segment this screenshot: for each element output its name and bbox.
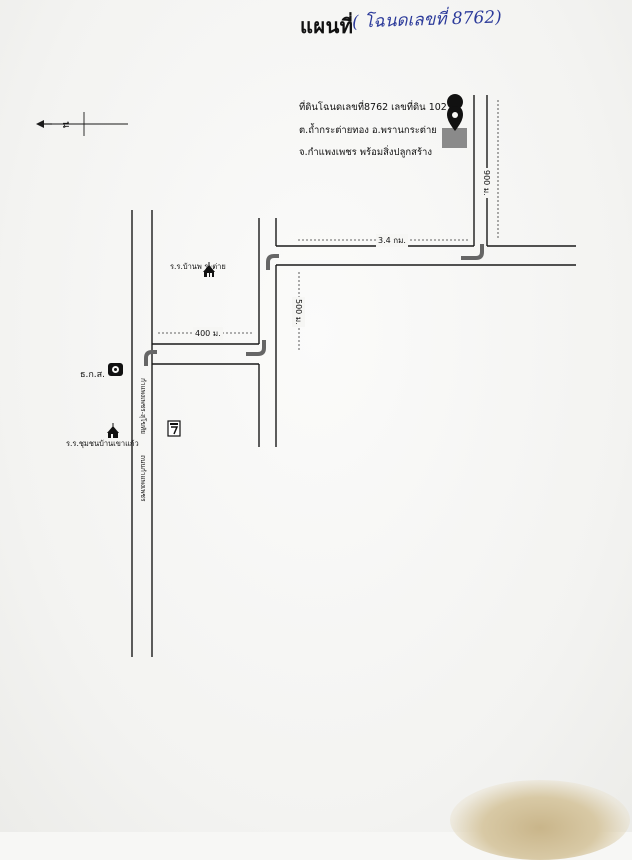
bank-icon [108, 363, 123, 376]
turn-arrow-1 [144, 350, 157, 366]
distance-500m: 500 ม. [292, 297, 305, 327]
highway-label-1: ถนนกำแพงเพชร [139, 455, 147, 502]
distance-900m: 900 ม. [480, 168, 493, 198]
property-line-3: จ.กำแพงเพชร พร้อมสิ่งปลูกสร้าง [299, 147, 433, 158]
distance-3-4km: 3.4 กม. [376, 234, 408, 247]
turn-arrow-3 [266, 254, 279, 270]
north-label: น [59, 121, 71, 128]
map-paper [0, 0, 632, 832]
location-pin-icon [447, 94, 464, 110]
turn-arrow-2 [246, 340, 266, 356]
school-1-label: ร.ร.บ้านพ ระต่าย [170, 262, 226, 271]
school-icon-2 [107, 423, 119, 438]
turn-arrow-4 [461, 244, 484, 260]
road-map [36, 94, 576, 657]
handwritten-deed-note: ( โฉนดเลขที่ 8762) [351, 7, 503, 33]
school-icon [203, 262, 215, 277]
highway-label-2: กำแพงเพชร-สุโขทัย [139, 378, 147, 434]
school-2-label: ร.ร.ชุมชนบ้านเขาแก้ว [66, 439, 139, 448]
bank-label: ธ.ก.ส. [80, 370, 106, 380]
map-title: แผนที่ [300, 14, 354, 38]
property-plot [442, 128, 467, 148]
property-line-2: ต.ถ้ำกระต่ายทอง อ.พรานกระต่าย [299, 125, 437, 136]
distance-400m: 400 ม. [193, 327, 223, 340]
property-line-1: ที่ดินโฉนดเลขที่8762 เลขที่ดิน 102 [299, 102, 447, 113]
convenience-store-icon [167, 420, 181, 437]
